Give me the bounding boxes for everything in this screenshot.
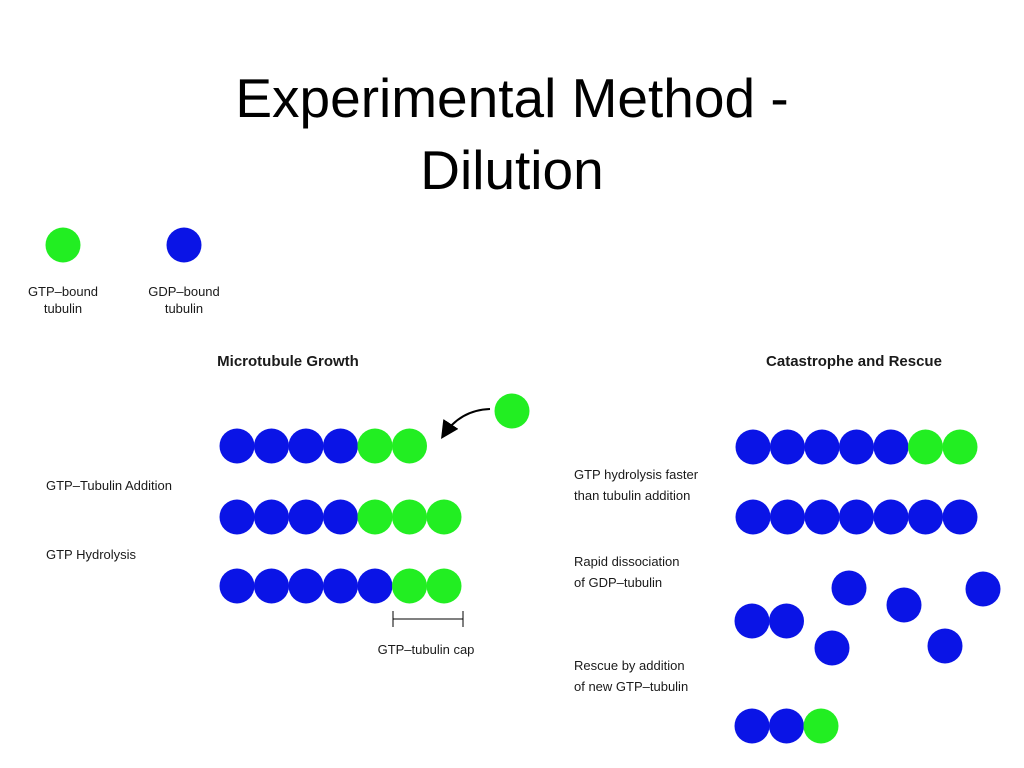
growth-row-3-gdp-tubulin — [357, 568, 393, 604]
catastrophe-stub-gdp-tubulin — [769, 603, 804, 639]
growth-row-1-gdp-tubulin — [254, 428, 289, 464]
growth-row-1-gdp-tubulin — [219, 428, 255, 464]
catastrophe-row-2-gdp-tubulin — [908, 499, 943, 535]
rescue-row-gtp-tubulin — [803, 708, 839, 744]
catastrophe-label2-line1: Rapid dissociation — [574, 554, 680, 569]
growth-row-2-gdp-tubulin — [323, 499, 358, 535]
catastrophe-label1-line1: GTP hydrolysis faster — [574, 467, 699, 482]
growth-row-2-gtp-tubulin — [426, 499, 462, 535]
growth-row-1-gtp-tubulin — [392, 428, 427, 464]
legend-gtp-tubulin — [45, 227, 81, 263]
growth-row-3-gdp-tubulin — [288, 568, 324, 604]
growth-row-2-gdp-tubulin — [254, 499, 289, 535]
dissociated-gdp-tubulin — [831, 570, 867, 606]
legend-gdp-tubulin — [166, 227, 202, 263]
legend-gdp-label-line2: tubulin — [165, 301, 203, 316]
catastrophe-row-2-gdp-tubulin — [770, 499, 805, 535]
catastrophe-label3-line1: Rescue by addition — [574, 658, 685, 673]
slide-title-line1: Experimental Method - — [235, 67, 789, 129]
catastrophe-label3-line2: of new GTP–tubulin — [574, 679, 688, 694]
catastrophe-row-1-gdp-tubulin — [735, 429, 771, 465]
growth-row-3-gdp-tubulin — [219, 568, 255, 604]
legend: GTP–bound tubulin GDP–bound tubulin — [28, 227, 220, 316]
slide-title: Experimental Method - Dilution — [0, 62, 1024, 206]
catastrophe-row-1-gtp-tubulin — [908, 429, 943, 465]
catastrophe-label2-line2: of GDP–tubulin — [574, 575, 662, 590]
rescue-row-gdp-tubulin — [769, 708, 804, 744]
growth-rows — [219, 428, 462, 604]
catastrophe-label1-line2: than tubulin addition — [574, 488, 690, 503]
growth-row-1-gdp-tubulin — [323, 428, 358, 464]
growth-row-2-gdp-tubulin — [219, 499, 255, 535]
dissociated-gdp-tubulin — [965, 571, 1001, 607]
legend-gdp-label-line1: GDP–bound — [148, 284, 220, 299]
legend-dots — [45, 227, 202, 263]
catastrophe-row-1-gtp-tubulin — [942, 429, 978, 465]
growth-row-1-gtp-tubulin — [357, 428, 393, 464]
catastrophe-stub-gdp-tubulin — [734, 603, 770, 639]
cap-bracket — [392, 611, 464, 627]
slide-title-line2: Dilution — [420, 139, 604, 201]
catastrophe-header: Catastrophe and Rescue — [766, 353, 942, 370]
growth-row-2-gtp-tubulin — [357, 499, 393, 535]
growth-row-2-gdp-tubulin — [288, 499, 324, 535]
legend-gtp-label-line2: tubulin — [44, 301, 82, 316]
cap-label: GTP–tubulin cap — [378, 642, 475, 657]
legend-gtp-label-line1: GTP–bound — [28, 284, 98, 299]
catastrophe-row-2-gdp-tubulin — [839, 499, 874, 535]
incoming-arrow — [441, 408, 491, 440]
incoming-gtp-tubulin — [494, 393, 530, 429]
incoming-gtp-tubulin — [494, 393, 530, 429]
catastrophe-row-1-gdp-tubulin — [839, 429, 874, 465]
growth-row-3-gdp-tubulin — [323, 568, 358, 604]
catastrophe-row-2-gdp-tubulin — [735, 499, 771, 535]
growth-row-3-gtp-tubulin — [426, 568, 462, 604]
catastrophe-row-1-gdp-tubulin — [804, 429, 840, 465]
growth-label-addition: GTP–Tubulin Addition — [46, 478, 172, 493]
growth-row-3-gtp-tubulin — [392, 568, 427, 604]
dissociated-gdp-tubulin — [927, 628, 963, 664]
growth-row-1-gdp-tubulin — [288, 428, 324, 464]
dissociated-gdp-tubulin — [814, 630, 850, 666]
catastrophe-dots — [734, 429, 1001, 744]
growth-row-3-gdp-tubulin — [254, 568, 289, 604]
growth-row-2-gtp-tubulin — [392, 499, 427, 535]
growth-label-hydrolysis: GTP Hydrolysis — [46, 547, 137, 562]
catastrophe-row-2-gdp-tubulin — [804, 499, 840, 535]
rescue-row-gdp-tubulin — [734, 708, 770, 744]
catastrophe-row-2-gdp-tubulin — [942, 499, 978, 535]
growth-header: Microtubule Growth — [217, 353, 359, 370]
catastrophe-row-2-gdp-tubulin — [873, 499, 909, 535]
growth-panel: Microtubule Growth GTP–Tubulin Addition … — [46, 353, 530, 657]
catastrophe-row-1-gdp-tubulin — [873, 429, 909, 465]
catastrophe-row-1-gdp-tubulin — [770, 429, 805, 465]
dissociated-gdp-tubulin — [886, 587, 922, 623]
catastrophe-panel: Catastrophe and Rescue GTP hydrolysis fa… — [574, 353, 1001, 744]
